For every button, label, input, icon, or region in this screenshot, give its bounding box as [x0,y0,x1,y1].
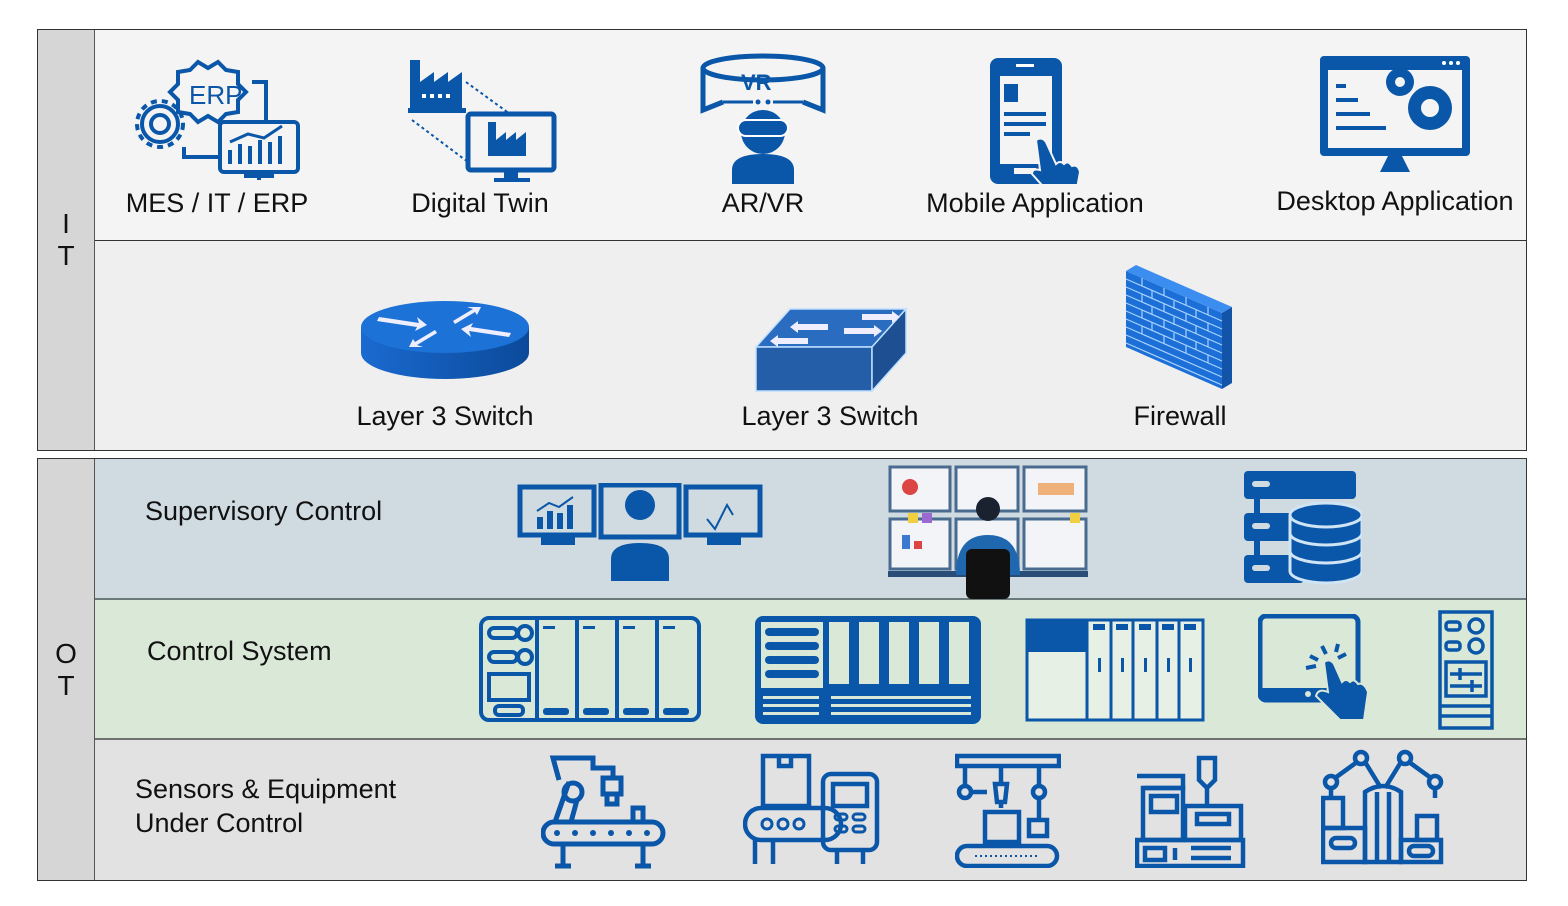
app-label: Desktop Application [1276,186,1514,216]
svg-text:VR: VR [741,70,772,95]
svg-text:ERP: ERP [189,80,242,110]
erp-gear-chart-icon: ERP [135,59,300,180]
network-router: Layer 3 Switch [330,273,560,432]
control-system-label: Control System [147,636,332,666]
network-band: Layer 3 Switch Layer 3 Switch Firewal [95,241,1526,450]
switch-box-icon [754,307,908,393]
router-disc-icon [361,301,529,379]
dcs-cabinet-icon [755,616,981,724]
network-firewall: Firewall [1105,263,1255,432]
injection-molding-icon [1135,755,1246,868]
label-line: Under Control [135,808,304,838]
packaging-machine-icon [743,753,880,864]
server-database-icon [1244,471,1362,585]
sensors-equipment-label: Sensors & Equipment Under Control [135,772,396,840]
app-label: AR/VR [721,188,805,218]
app-label: Mobile Application [926,188,1144,218]
applications-band: ERP MES / IT / ERP Digital Twin [95,30,1526,241]
supervisory-control-band: Supervisory Control [95,459,1526,600]
monitor-gears-icon [1320,56,1470,172]
brick-wall-icon [1125,265,1232,389]
robot-arm-conveyor-icon [541,755,666,869]
io-modules-icon [1025,618,1205,722]
it-layer: I T ERP MES / IT / ERP [37,29,1527,451]
it-side-label: I T [38,30,95,450]
app-ar-vr: VR AR/VR [693,52,833,219]
supervisory-control-label: Supervisory Control [145,496,383,526]
app-mes-it-erp: ERP MES / IT / ERP [117,52,317,219]
vr-headset-icon: VR [700,53,826,184]
ot-side-letter: T [57,669,75,701]
hmi-tablet-touch-icon [1258,614,1370,721]
ot-side-label: O T [38,459,95,880]
it-side-letter: T [57,240,75,271]
network-label: Layer 3 Switch [356,401,534,431]
control-room-operator-icon [888,465,1088,599]
ot-side-letter: O [55,637,77,669]
dual-robot-arms-icon [1321,749,1444,865]
control-panel-icon [1438,610,1494,730]
operator-three-monitors-icon [517,483,763,581]
ot-layer: O T Supervisory Control [37,458,1527,881]
network-label: Layer 3 Switch [741,401,919,431]
app-desktop: Desktop Application [1265,54,1525,217]
gantry-conveyor-icon [955,753,1061,868]
app-label: Digital Twin [411,188,549,218]
network-label: Firewall [1133,401,1227,431]
control-system-band: Control System [95,600,1526,740]
sensors-equipment-band: Sensors & Equipment Under Control [95,740,1526,880]
phone-touch-icon [990,58,1082,184]
app-label: MES / IT / ERP [125,188,309,218]
app-mobile: Mobile Application [915,52,1155,219]
factory-monitor-icon [408,60,557,182]
app-digital-twin: Digital Twin [380,52,580,219]
label-line: Sensors & Equipment [135,774,397,804]
network-switch: Layer 3 Switch [715,273,945,432]
it-side-letter: I [62,208,70,239]
plc-rack-icon [479,616,701,722]
